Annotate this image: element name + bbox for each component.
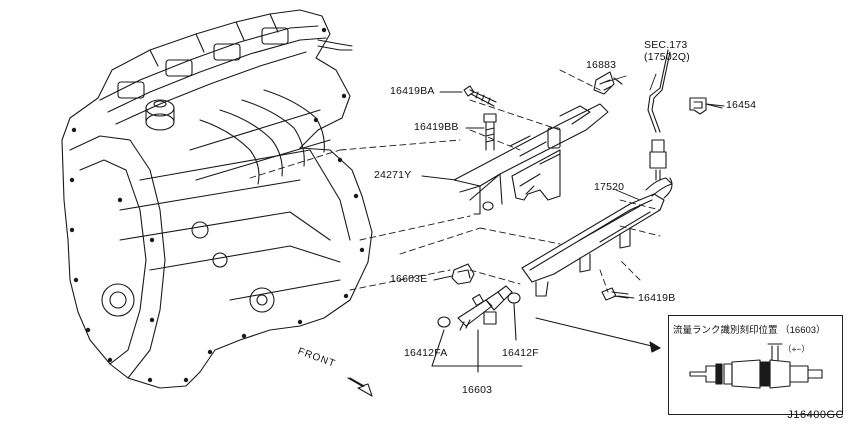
- part-label-16603E[interactable]: 16603E: [390, 273, 428, 285]
- part-label-16454[interactable]: 16454: [726, 99, 757, 111]
- part-label-16603[interactable]: 16603: [462, 384, 493, 396]
- flow-rank-detail-inset: 流量ランク識別刻印位置 （16603） （+−）: [668, 315, 843, 415]
- part-label-16419BB[interactable]: 16419BB: [414, 121, 459, 133]
- part-label-16412F[interactable]: 16412F: [502, 347, 539, 359]
- inset-injector-drawing: [689, 343, 823, 389]
- fuel-rail-bracket-drawing: [453, 103, 609, 215]
- part-label-16412FA[interactable]: 16412FA: [404, 347, 448, 359]
- engine-assembly-drawing: [61, 9, 373, 389]
- inset-sign-label: （+−）: [783, 344, 810, 354]
- inset-title: 流量ランク識別刻印位置 （16603）: [673, 325, 826, 336]
- bolt-16419BB-drawing: [483, 113, 497, 151]
- part-label-16419B[interactable]: 16419B: [638, 292, 676, 304]
- bolt-16419B-drawing: [601, 287, 629, 301]
- front-arrow: [347, 377, 373, 397]
- section-label-sec173[interactable]: SEC.173: [644, 39, 688, 51]
- part-label-16419BA[interactable]: 16419BA: [390, 85, 435, 97]
- diagram-code: J16400GC: [787, 409, 844, 421]
- part-label-16883[interactable]: 16883: [586, 59, 617, 71]
- clip-16454-drawing: [689, 97, 723, 115]
- section-sublabel-17502Q: (17502Q): [644, 51, 690, 63]
- part-label-24271Y[interactable]: 24271Y: [374, 169, 412, 181]
- part-label-17520[interactable]: 17520: [594, 181, 625, 193]
- detail-arrow: [535, 317, 661, 353]
- label-leaders: [421, 73, 725, 367]
- bolt-16419BA-drawing: [463, 85, 497, 107]
- fuel-rail-drawing: [521, 49, 673, 297]
- injector-assembly-drawing: [431, 263, 521, 373]
- clip-16883-drawing: [593, 71, 623, 95]
